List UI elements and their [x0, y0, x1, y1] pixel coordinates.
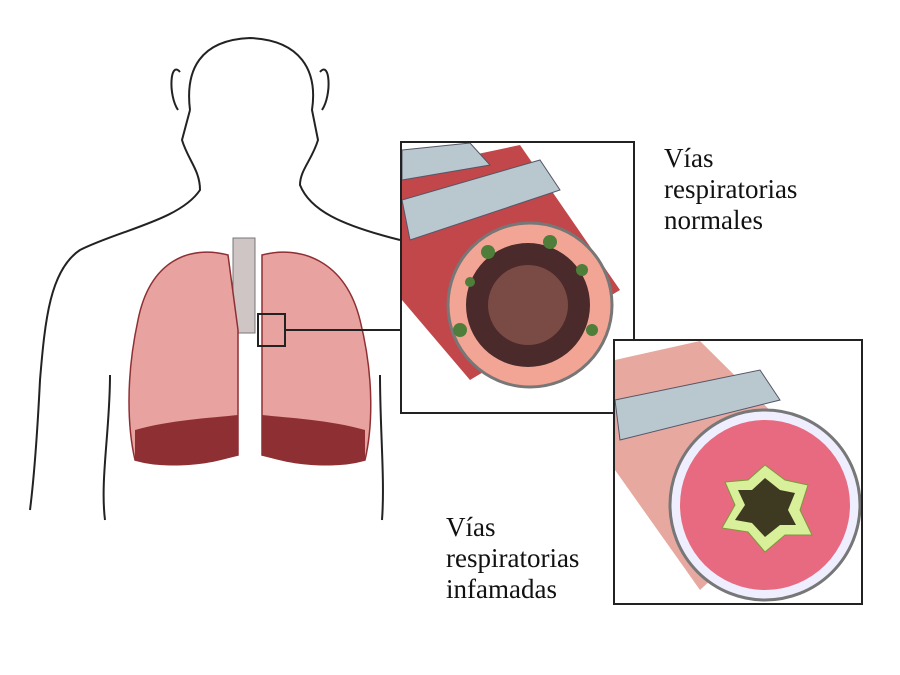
normal-label-line1: Vías	[664, 143, 714, 173]
inflamed-label-line1: Vías	[446, 512, 496, 542]
normal-airway-panel	[400, 141, 635, 414]
inflamed-airway-label: Vías respiratorias infamadas	[446, 512, 579, 605]
right-lung	[261, 251, 372, 466]
normal-label-line2: respiratorias	[664, 174, 798, 204]
body-outline	[29, 36, 401, 521]
normal-airway-label: Vías respiratorias normales	[664, 143, 797, 236]
inflamed-label-line2: respiratorias	[446, 543, 580, 573]
trachea	[232, 237, 256, 334]
inflamed-label-line3: infamadas	[446, 574, 557, 604]
normal-label-line3: normales	[664, 205, 763, 235]
left-lung	[128, 251, 239, 466]
inflamed-airway-panel	[613, 339, 863, 605]
